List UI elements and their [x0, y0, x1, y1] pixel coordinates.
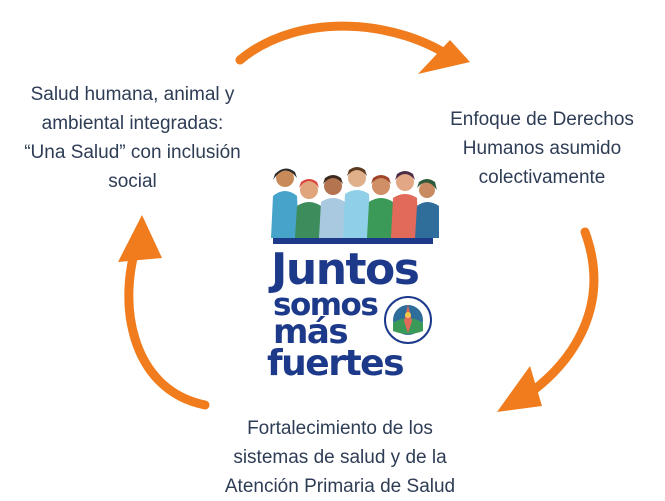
arrow-left — [124, 230, 210, 410]
arrowhead-top-icon — [418, 40, 470, 74]
label-line: colectivamente — [478, 167, 606, 188]
label-line: Humanos asumido — [462, 138, 622, 159]
logo-word-mas: más — [273, 312, 349, 352]
label-line: Salud humana, animal y — [30, 84, 235, 105]
label-line: Atención Primaria de Salud — [224, 476, 456, 497]
label-line: sistemas de salud y de la — [233, 447, 447, 468]
arrow-right — [515, 227, 599, 405]
arrow-top — [235, 21, 460, 65]
logo-word-juntos: Juntos — [271, 244, 420, 295]
label-line: Enfoque de Derechos — [450, 109, 634, 130]
label-line: ambiental integradas: — [41, 113, 224, 134]
juntos-logo: Juntos somos más fuertes — [263, 160, 443, 384]
label-line: social — [108, 171, 157, 192]
label-derechos-humanos: Enfoque de Derechos Humanos asumido cole… — [427, 105, 657, 192]
label-fortalecimiento: Fortalecimiento de los sistemas de salud… — [190, 414, 490, 501]
people-group-icon — [271, 167, 439, 244]
label-line: Fortalecimiento de los — [247, 418, 433, 439]
label-line: “Una Salud” con inclusión — [24, 142, 241, 163]
arrowhead-left-icon — [118, 215, 162, 262]
label-una-salud: Salud humana, animal y ambiental integra… — [5, 80, 260, 196]
logo-word-somos: somos — [273, 287, 379, 323]
arrowhead-right-icon — [497, 366, 542, 412]
institution-seal-icon — [384, 296, 432, 344]
logo-word-fuertes: fuertes — [267, 343, 405, 384]
